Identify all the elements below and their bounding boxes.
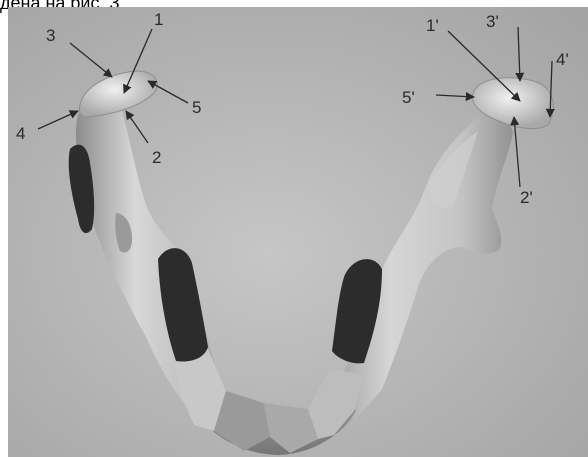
mandible-render: 1 3 4 5 2 1' 3' 4' 5' 2' (8, 7, 588, 457)
marker-1: 1 (154, 10, 163, 29)
marker-2p: 2' (520, 188, 533, 207)
marker-3: 3 (46, 26, 55, 45)
background (8, 7, 588, 457)
marker-5: 5 (192, 98, 201, 117)
marker-3p: 3' (486, 12, 499, 31)
marker-2: 2 (152, 148, 161, 167)
marker-1p: 1' (426, 16, 439, 35)
marker-4: 4 (16, 124, 25, 143)
mandible-svg: 1 3 4 5 2 1' 3' 4' 5' 2' (8, 7, 588, 457)
marker-4p: 4' (556, 50, 569, 69)
marker-5p: 5' (402, 88, 415, 107)
